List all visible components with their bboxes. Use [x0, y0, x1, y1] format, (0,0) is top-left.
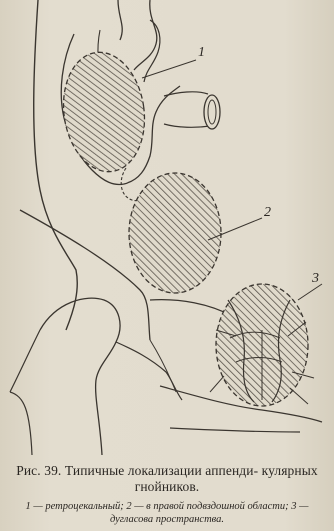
leader-line-3	[298, 284, 322, 300]
figure-caption: Рис. 39. Типичные локализации аппенди- к…	[10, 463, 324, 495]
leader-line-1	[142, 60, 196, 78]
callout-3: 3	[311, 271, 319, 286]
figure-legend: 1 — ретроцекальный; 2 — в правой подвздо…	[10, 500, 324, 526]
caption-title-line-1: Рис. 39. Типичные локализации аппенди-	[16, 463, 258, 478]
anatomical-illustration: 1 2 3	[0, 0, 334, 455]
abdominal-wall-outline	[34, 0, 78, 330]
abscess-2-iliac-fossa	[129, 173, 221, 293]
callout-1: 1	[198, 45, 205, 60]
legend-line-1: 1 — ретроцекальный; 2 — в правой подвздо…	[26, 501, 245, 512]
callout-2: 2	[264, 205, 271, 220]
